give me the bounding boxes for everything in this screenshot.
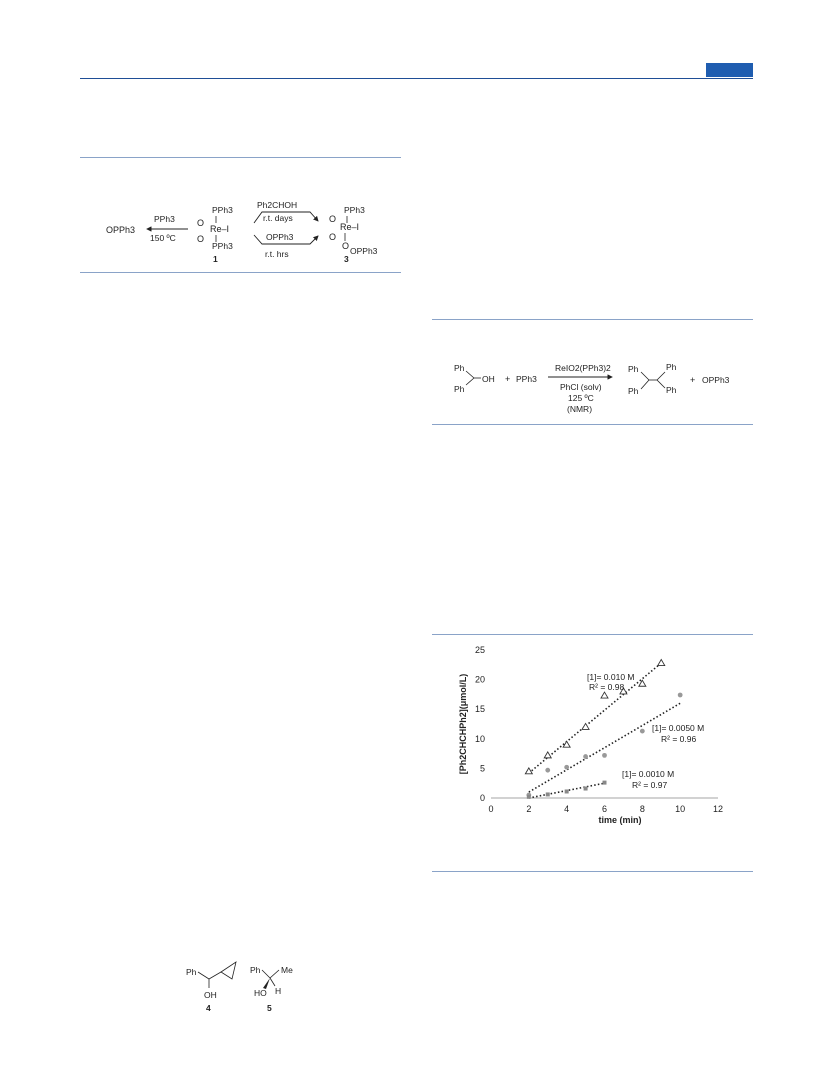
s2-byproduct: OPPh3 [702,375,730,385]
c3-o-top: O [329,214,336,224]
point-series-3 [526,794,531,799]
point-series-1 [656,658,666,666]
point-series-2 [545,767,551,773]
point-series-3 [564,789,569,794]
scheme2-bottom-rule [432,424,753,425]
s1-upper-condition: r.t. days [263,213,293,223]
point-series-1 [638,679,647,687]
c4-ph: Ph [186,967,197,977]
y-tick-label: 5 [480,763,485,773]
s2-ph-bottom: Ph [454,384,465,394]
point-series-2 [677,692,683,698]
s2-temperature: 125 ºC [568,393,594,403]
c3-o-lig: O [342,241,349,251]
point-series-2 [564,764,570,770]
x-tick-label: 2 [526,804,531,814]
header-rule [80,78,753,79]
chart-ylabel: [Ph2CHCHPh2](μmol/L) [458,674,468,775]
s2-plus1: + [505,374,510,384]
s1-lower-condition: r.t. hrs [265,249,289,259]
c1-o-bottom: O [197,234,204,244]
c1-center: Re–I [210,224,229,234]
c4-label: 4 [206,1003,211,1013]
s2-oh: OH [482,374,495,384]
y-tick-label: 20 [475,675,485,685]
chart-xlabel: time (min) [598,815,641,825]
s2-catalyst: ReIO2(PPh3)2 [555,363,611,373]
s2-method: (NMR) [567,404,592,414]
c5-ho: HO [254,988,267,998]
trendline-series-3 [528,782,605,799]
c1-bottom: PPh3 [212,241,233,251]
point-series-3 [545,792,550,797]
c3-top: PPh3 [344,205,365,215]
c3-center: Re–I [340,222,359,232]
point-series-1 [562,740,571,748]
c1-top: PPh3 [212,205,233,215]
series1-name: [1]= 0.010 M [587,672,635,682]
series3-r2: R² = 0.97 [632,780,667,790]
s2-ph-top: Ph [454,363,465,373]
series2-r2: R² = 0.96 [661,734,696,744]
s2-prod-ph-3: Ph [666,362,677,372]
c5-ph: Ph [250,965,261,975]
chart-bottom-rule [432,871,753,872]
s2-prod-ph-2: Ph [628,386,639,396]
point-series-2 [583,754,588,759]
series2-name: [1]= 0.0050 M [652,723,704,733]
c5-me: Me [281,965,293,975]
point-series-1 [543,750,553,759]
c5-h: H [275,986,281,996]
header-tab [706,63,753,77]
s1-lower-reagent: OPPh3 [266,232,294,242]
point-series-2 [602,752,607,758]
point-series-1 [524,766,534,775]
c3-bottom: OPPh3 [350,246,378,256]
point-series-1 [600,691,609,699]
s2-solvent: PhCl (solv) [560,382,602,392]
c3-label: 3 [344,254,349,264]
c1-label: 1 [213,254,218,264]
point-series-3 [583,786,588,791]
s2-reagent: PPh3 [516,374,537,384]
c5-label: 5 [267,1003,272,1013]
point-series-1 [581,722,590,730]
x-tick-label: 10 [675,804,685,814]
chart-top-rule [432,634,753,635]
y-tick-label: 10 [475,734,485,744]
point-series-1 [619,687,628,695]
s2-plus2: + [690,375,695,385]
series3-name: [1]= 0.0010 M [622,769,674,779]
scheme1-top-rule [80,157,401,158]
c3-o-bottom: O [329,232,336,242]
x-tick-label: 4 [564,804,569,814]
trendline-series-1 [528,662,662,774]
x-tick-label: 0 [488,804,493,814]
y-tick-label: 0 [480,793,485,803]
x-tick-label: 8 [640,804,645,814]
scheme1-bottom-rule [80,272,401,273]
s1-left-product: OPPh3 [106,225,135,235]
c4-oh: OH [204,990,217,1000]
c1-o-top: O [197,218,204,228]
scheme2-top-rule [432,319,753,320]
s1-upper-reagent: Ph2CHOH [257,200,297,210]
y-tick-label: 25 [475,645,485,655]
series1-r2: R² = 0.98 [589,682,624,692]
x-tick-label: 6 [602,804,607,814]
s1-left-reagent: PPh3 [154,214,175,224]
x-tick-label: 12 [713,804,723,814]
y-tick-label: 15 [475,704,485,714]
s2-prod-ph-1: Ph [628,364,639,374]
point-series-3 [602,780,607,785]
point-series-2 [639,728,645,734]
s2-prod-ph-4: Ph [666,385,677,395]
s1-left-condition: 150 ºC [150,233,176,243]
